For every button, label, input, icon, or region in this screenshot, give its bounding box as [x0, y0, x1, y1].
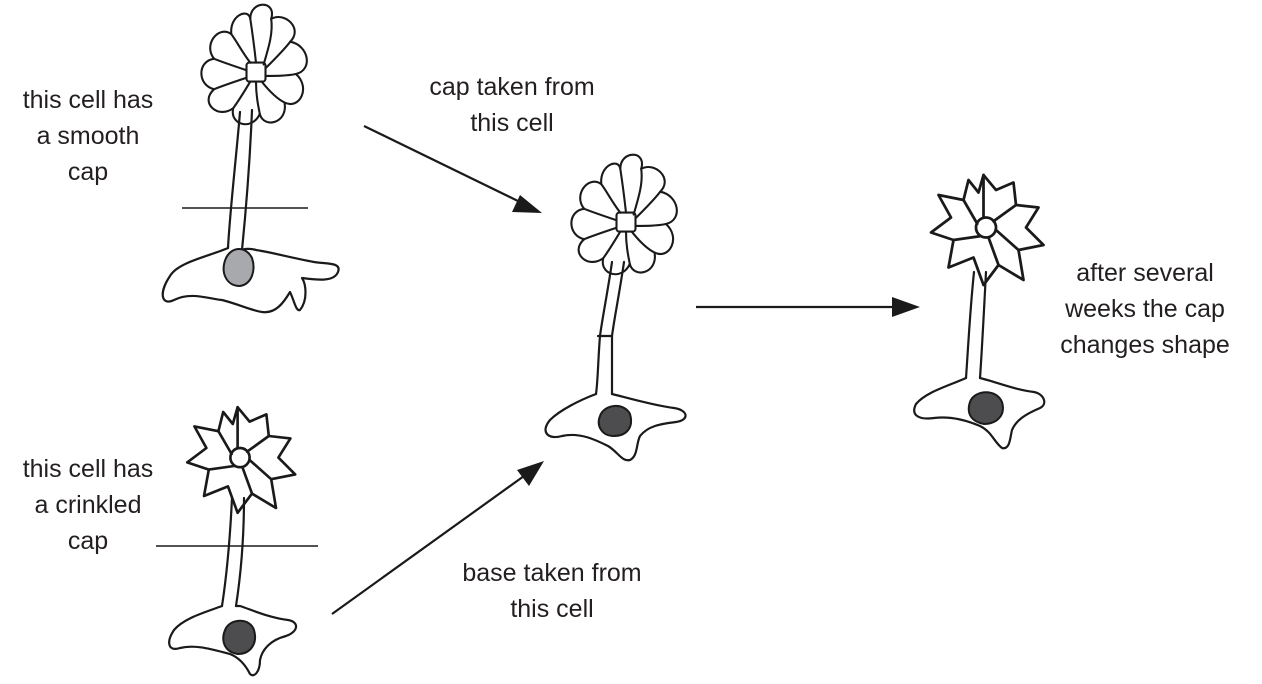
label-result-line-2: weeks the cap	[1040, 291, 1250, 327]
label-result: after several weeks the cap changes shap…	[1040, 255, 1250, 363]
smooth-cell-stalk	[228, 110, 252, 250]
label-base-taken: base taken from this cell	[432, 555, 672, 627]
label-crinkled-line-2: a crinkled	[8, 487, 168, 523]
arrow-graft-to-result	[696, 297, 920, 317]
label-crinkled-cell: this cell has a crinkled cap	[8, 451, 168, 559]
label-result-line-3: changes shape	[1040, 327, 1250, 363]
smooth-cap-cell	[163, 5, 339, 313]
nucleus-light-icon	[224, 249, 254, 286]
label-result-line-1: after several	[1040, 255, 1250, 291]
grafted-cell	[546, 155, 686, 461]
label-smooth-line-1: this cell has	[8, 82, 168, 118]
grafted-smooth-cap-icon	[571, 155, 676, 275]
result-cell	[914, 175, 1044, 448]
label-crinkled-line-3: cap	[8, 523, 168, 559]
grafted-lower-stalk	[596, 336, 612, 394]
label-cap-taken: cap taken from this cell	[402, 69, 622, 141]
label-smooth-line-3: cap	[8, 154, 168, 190]
result-nucleus-icon	[969, 392, 1003, 424]
label-smooth-cell: this cell has a smooth cap	[8, 82, 168, 190]
label-base-taken-line-1: base taken from	[432, 555, 672, 591]
label-base-taken-line-2: this cell	[432, 591, 672, 627]
crinkled-cell-stalk	[222, 498, 244, 606]
grafted-nucleus-icon	[599, 406, 631, 436]
result-cell-stalk	[966, 272, 986, 378]
smooth-cap-icon	[201, 5, 306, 125]
label-crinkled-line-1: this cell has	[8, 451, 168, 487]
label-smooth-line-2: a smooth	[8, 118, 168, 154]
nucleus-dark-icon	[223, 621, 255, 654]
crinkled-cap-cell	[156, 407, 318, 675]
label-cap-taken-line-2: this cell	[402, 105, 622, 141]
label-cap-taken-line-1: cap taken from	[402, 69, 622, 105]
crinkled-cap-icon	[187, 407, 295, 513]
result-crinkled-cap-icon	[931, 175, 1044, 285]
